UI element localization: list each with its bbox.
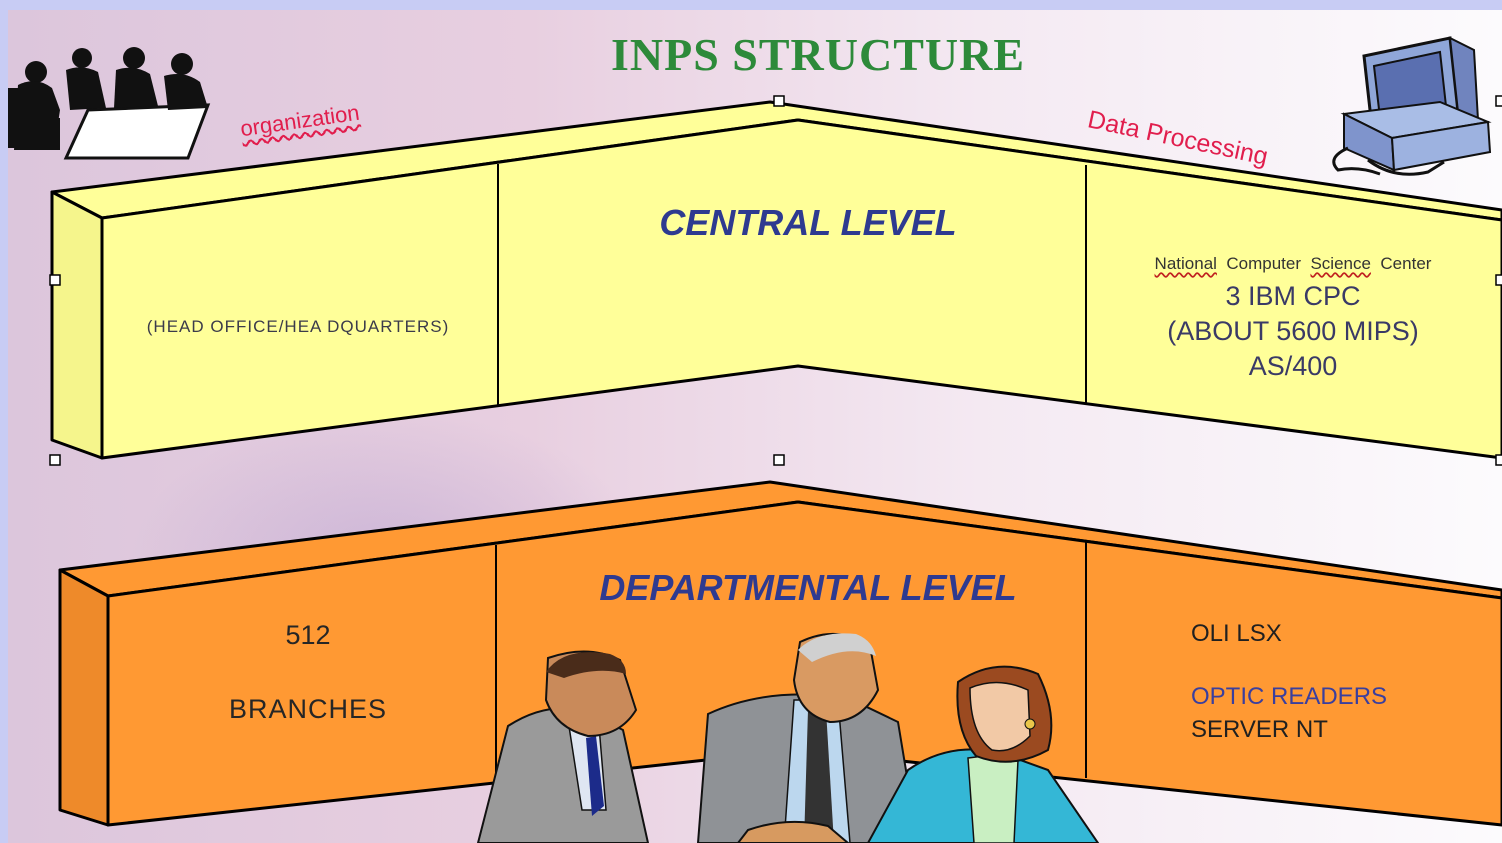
computer-workstation-icon [1332, 36, 1492, 176]
central-level-bar [49, 95, 1502, 466]
central-equipment-line: 3 IBM CPC [1225, 281, 1361, 311]
selection-handles [49, 95, 1502, 466]
center-name-word: Science [1310, 254, 1371, 273]
branch-count: 512 [285, 620, 331, 650]
departmental-equipment-line: SERVER NT [1191, 716, 1328, 743]
center-name-word: Computer [1226, 254, 1302, 273]
center-name-word: National [1154, 254, 1217, 273]
departmental-equipment-line: OLI LSX [1191, 620, 1282, 647]
computer-center-label: National Computer Science Center [1098, 254, 1488, 274]
business-people-clipart [476, 632, 1100, 843]
central-equipment-line: AS/400 [1248, 351, 1338, 381]
departmental-equipment-line: OPTIC READERS [1191, 683, 1388, 710]
meeting-clipart-icon [8, 47, 211, 160]
central-equipment-line: (ABOUT 5600 MIPS) [1167, 316, 1419, 346]
head-office-label: (HEAD OFFICE/HEA DQUARTERS) [146, 317, 450, 336]
departmental-level-title: DEPARTMENTAL LEVEL [599, 567, 1017, 608]
branch-label: BRANCHES [228, 694, 388, 724]
page-title: INPS STRUCTURE [610, 29, 1026, 80]
slide: INPS STRUCTURE organization Data Process… [8, 10, 1502, 843]
central-level-title: CENTRAL LEVEL [659, 202, 957, 243]
center-name-word: Center [1380, 254, 1432, 273]
